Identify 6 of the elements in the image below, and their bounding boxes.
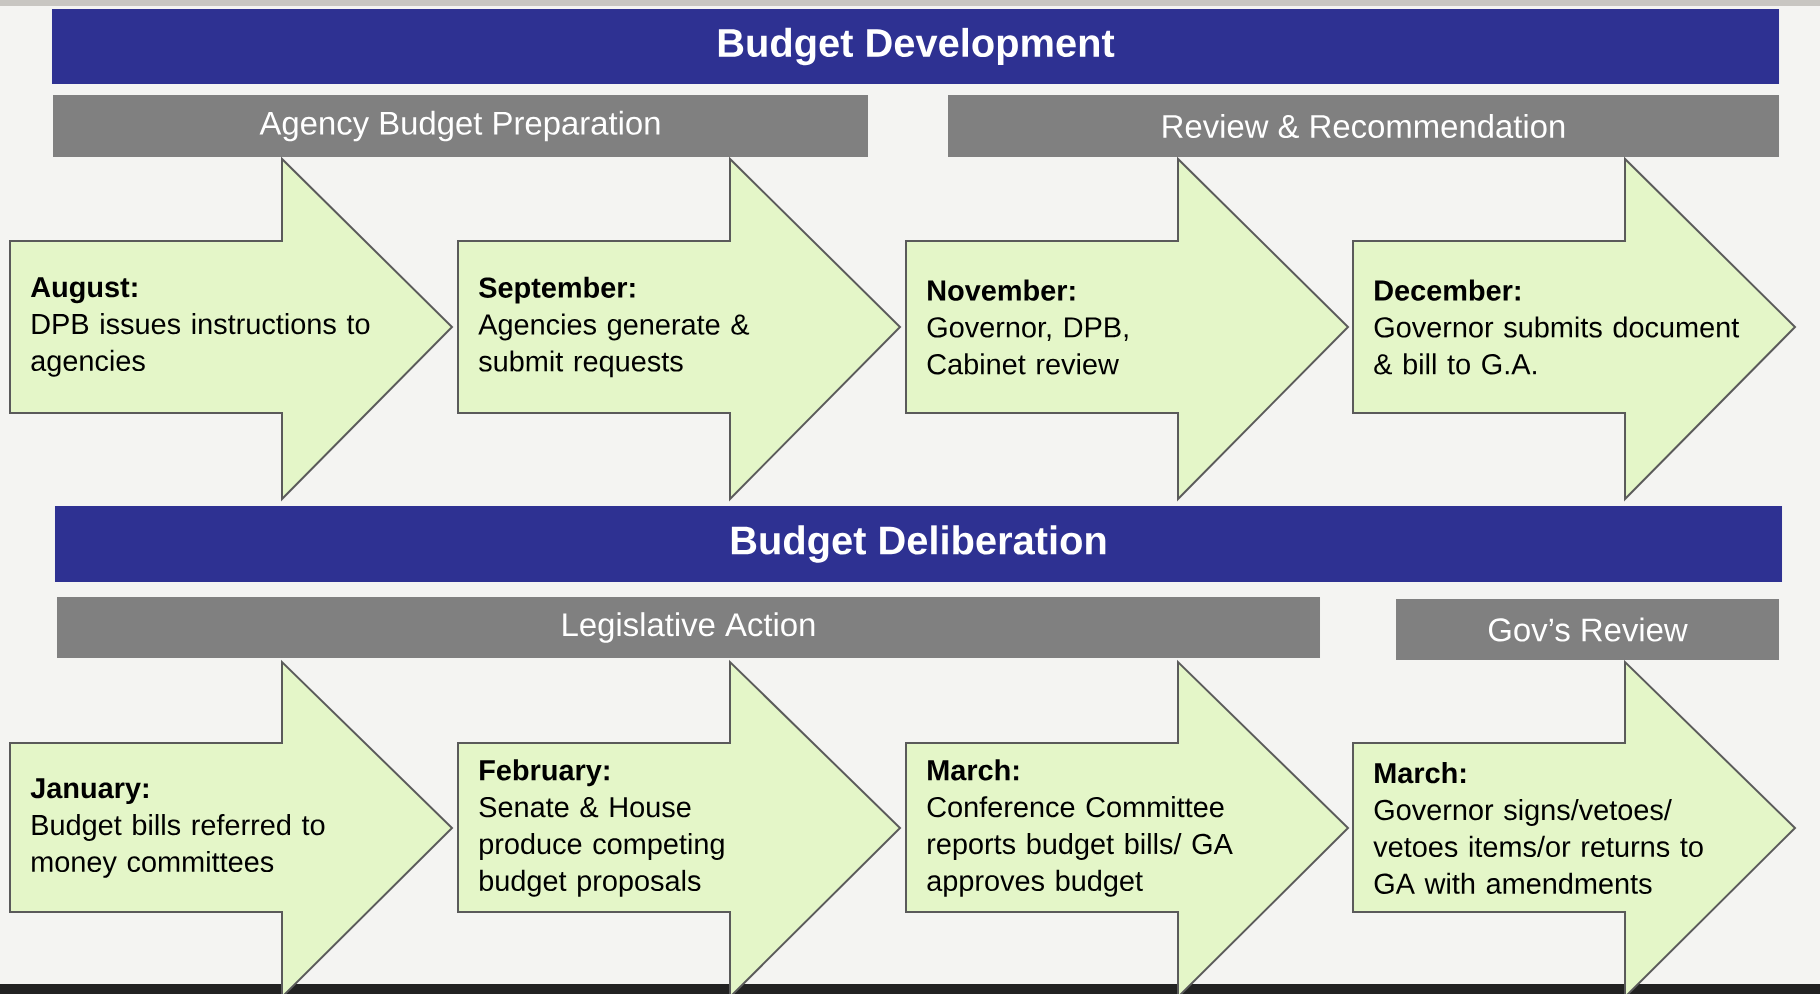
section-banner: Budget Deliberation <box>55 506 1783 582</box>
phase-banner: Legislative Action <box>57 597 1320 658</box>
phase-banner: Gov’s Review <box>1396 599 1779 660</box>
phase-banner: Review & Recommendation <box>948 95 1780 157</box>
section-banner: Budget Development <box>52 9 1780 84</box>
phase-banner: Agency Budget Preparation <box>53 95 868 157</box>
